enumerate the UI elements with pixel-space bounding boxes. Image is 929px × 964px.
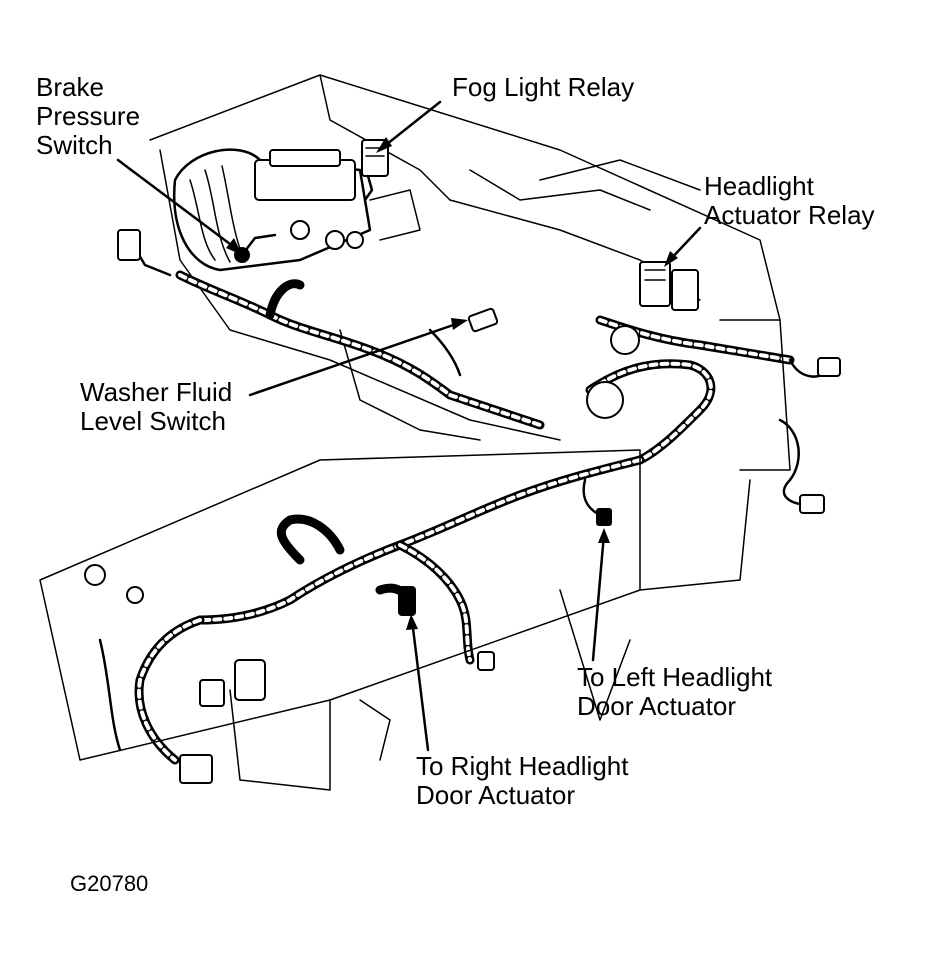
- figure-id: G20780: [70, 871, 149, 896]
- brake-pressure-switch-label: Brake Pressure Switch: [36, 72, 141, 160]
- right-actuator-connector: [375, 583, 416, 616]
- radiator-support: [39, 449, 751, 791]
- brake-pressure-switch: [234, 233, 277, 263]
- main-harness-upper: [117, 229, 545, 430]
- right-harness: [585, 315, 841, 514]
- washer-fluid-level-switch-label: Washer Fluid Level Switch: [80, 377, 233, 436]
- fog-light-relay-label: Fog Light Relay: [452, 72, 635, 102]
- headlight-actuator-relay-label: Headlight Actuator Relay: [704, 171, 875, 230]
- brake-master-cylinder: [172, 148, 421, 272]
- cowl-outline: [149, 74, 781, 441]
- right-headlight-door-actuator-label: To Right Headlight Door Actuator: [416, 751, 629, 810]
- main-harness-lower: [98, 455, 645, 784]
- left-headlight-door-actuator-label: To Left Headlight Door Actuator: [577, 662, 773, 721]
- leader-lines: [116, 100, 702, 752]
- left-actuator-connector: [582, 478, 612, 526]
- headlight-actuator-relay: [639, 261, 699, 311]
